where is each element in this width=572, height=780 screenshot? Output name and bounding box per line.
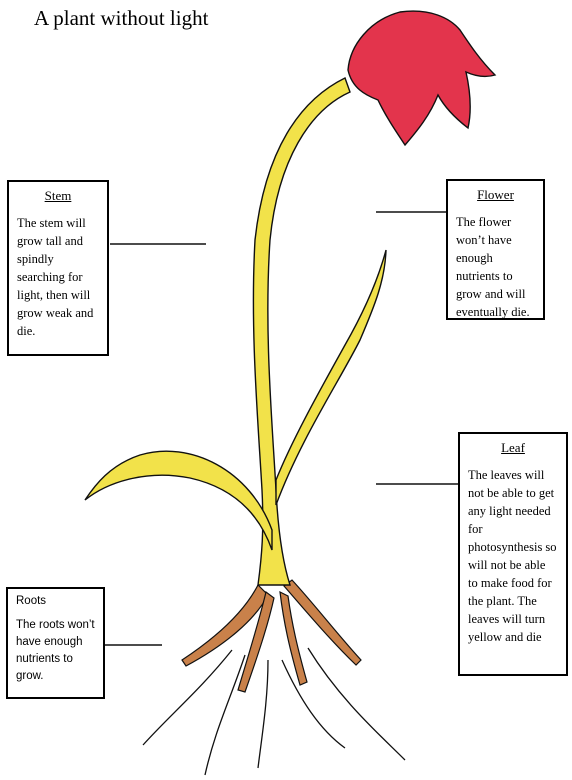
leaf-right — [275, 249, 387, 506]
root-center-right — [279, 590, 308, 686]
flower — [347, 10, 497, 147]
roots-text: The roots won’t have enough nutrients to… — [16, 619, 95, 682]
leaf-label-box: Leaf The leaves will not be able to get … — [458, 432, 568, 676]
flower-label-box: Flower The flower won’t have enough nutr… — [446, 179, 545, 320]
leaf-left — [84, 450, 273, 551]
root-right — [283, 579, 362, 666]
leaf-heading: Leaf — [501, 440, 525, 455]
connector-lines — [105, 211, 458, 646]
stem-heading: Stem — [44, 188, 72, 203]
root-center-left — [237, 590, 275, 693]
leaf-text: The leaves will not be able to get any l… — [468, 468, 557, 644]
flower-text: The flower won’t have enough nutrients t… — [456, 215, 530, 319]
roots-heading: Roots — [16, 595, 47, 607]
page-title: A plant without light — [34, 6, 209, 30]
root-left — [181, 583, 269, 667]
stem-text: The stem will grow tall and spindly sear… — [17, 216, 94, 338]
fine-roots — [142, 647, 406, 776]
stem-label-box: Stem The stem will grow tall and spindly… — [7, 180, 109, 356]
main-roots — [181, 579, 362, 693]
stem — [252, 77, 351, 586]
roots-label-box: Roots The roots won’t have enough nutrie… — [6, 587, 105, 699]
flower-heading: Flower — [477, 187, 514, 202]
